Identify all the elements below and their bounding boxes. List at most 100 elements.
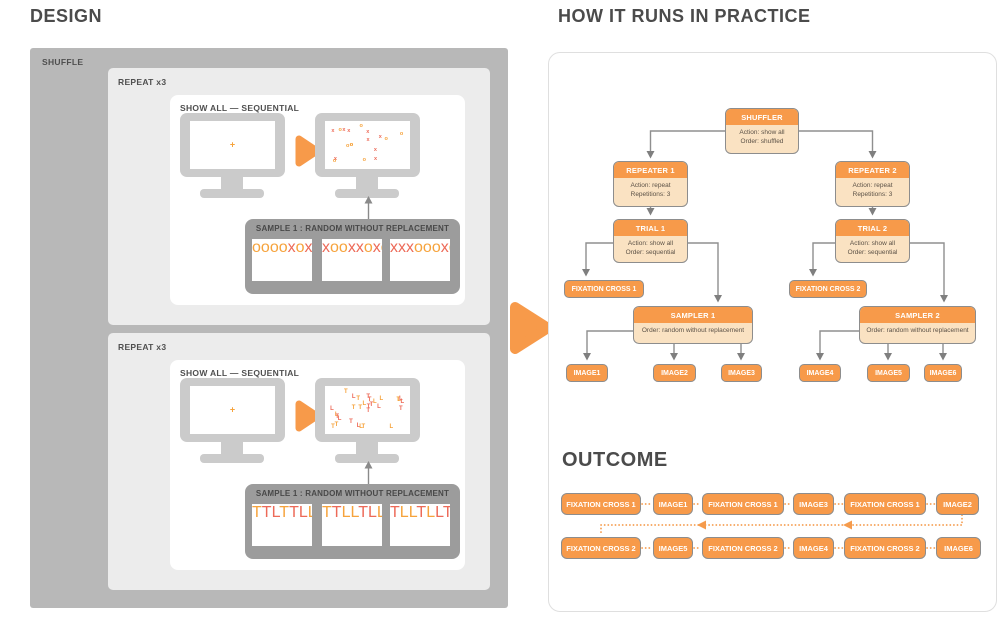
monitor-base — [200, 454, 264, 463]
stimulus-glyph: L — [397, 396, 401, 403]
node-body: Action: show all Order: sequential — [614, 236, 687, 257]
sample-thumbnail: TTLTTLLLLTTLLLTLLTTT — [252, 504, 312, 546]
stimulus-glyph: T — [322, 504, 332, 521]
stimulus-glyph: L — [356, 422, 361, 429]
node-line: Order: sequential — [847, 249, 898, 257]
shuffle-container: SHUFFLE REPEAT x3 SHOW ALL — SEQUENTIAL … — [30, 48, 508, 608]
stimulus-glyph: o — [362, 157, 367, 164]
stimulus-glyph: T — [261, 504, 272, 521]
repeat-block-2: REPEAT x3 SHOW ALL — SEQUENTIAL + — [108, 333, 490, 590]
stimulus-glyph: x — [366, 137, 370, 144]
stimulus-glyph: o — [381, 239, 382, 256]
stimulus-glyph: x — [355, 239, 364, 256]
tree-node-fixation-cross-1: FIXATION CROSS 1 — [564, 280, 644, 298]
node-line: Order: random without replacement — [641, 327, 745, 334]
monitor-stand — [356, 176, 378, 189]
outcome-step: IMAGE5 — [653, 537, 693, 559]
trial-panel-2: SHOW ALL — SEQUENTIAL + — [170, 360, 465, 570]
shuffle-label: SHUFFLE — [42, 57, 84, 67]
node-title: REPEATER 1 — [614, 162, 687, 178]
stimulus-glyph: T — [334, 422, 339, 429]
stimulus-glyph: x — [304, 239, 312, 256]
stimulus-glyph: L — [334, 412, 339, 419]
stimulus-glyph: L — [298, 504, 308, 521]
stimulus-glyph: L — [337, 415, 342, 422]
monitor-base — [200, 189, 264, 198]
outcome-step: IMAGE1 — [653, 493, 693, 515]
stimulus-glyph: T — [416, 504, 427, 521]
outcome-step: FIXATION CROSS 1 — [844, 493, 926, 515]
stimulus-glyph: L — [400, 399, 405, 406]
stimulus-glyph: T — [366, 404, 371, 411]
design-section-title: DESIGN — [30, 6, 103, 26]
play-arrow-icon — [295, 400, 321, 432]
tree-node-shuffler: SHUFFLER Action: show all Order: shuffle… — [725, 108, 799, 154]
sample-thumbnail: xooxxoxooooo — [322, 239, 382, 281]
stimulus-glyph: T — [442, 504, 450, 521]
stimulus-glyph: o — [338, 239, 348, 256]
monitor-bezel: + — [180, 378, 285, 442]
node-title: REPEATER 2 — [836, 162, 909, 178]
stimulus-glyph: T — [331, 424, 335, 431]
tree-node-image1: IMAGE1 — [566, 364, 608, 382]
stimulus-glyph: o — [338, 126, 342, 133]
stimulus-glyph: L — [359, 423, 363, 430]
stimulus-glyph: x — [372, 239, 381, 256]
up-arrow-icon — [364, 461, 373, 485]
outcome-step: FIXATION CROSS 1 — [561, 493, 641, 515]
node-title: SAMPLER 2 — [860, 307, 975, 323]
tree-node-fixation-cross-2: FIXATION CROSS 2 — [789, 280, 867, 298]
tree-node-image4: IMAGE4 — [799, 364, 841, 382]
tree-node-image5: IMAGE5 — [867, 364, 910, 382]
stimulus-glyph: T — [358, 504, 368, 521]
up-arrow-icon — [364, 196, 373, 220]
stimulus-glyph: L — [367, 504, 377, 521]
tree-node-trial-1: TRIAL 1 Action: show all Order: sequenti… — [613, 219, 688, 263]
stimulus-glyph: L — [350, 504, 359, 521]
trial-panel-1: SHOW ALL — SEQUENTIAL + — [170, 95, 465, 305]
stimulus-glyph: T — [358, 404, 363, 411]
node-line: Action: show all — [739, 129, 785, 136]
practice-section-title: HOW IT RUNS IN PRACTICE — [558, 6, 811, 26]
stimulus-glyph: x — [322, 239, 330, 256]
monitor-screen: + — [190, 386, 275, 434]
outcome-step: FIXATION CROSS 2 — [702, 537, 784, 559]
tree-node-repeater-1: REPEATER 1 Action: repeat Repetitions: 3 — [613, 161, 688, 207]
stimulus-glyph: x — [366, 129, 370, 136]
big-play-arrow-icon — [510, 302, 553, 354]
stimulus-glyph: L — [399, 396, 403, 403]
outcome-step: IMAGE2 — [936, 493, 979, 515]
node-body: Action: show all Order: sequential — [836, 236, 909, 257]
stimulus-glyph: L — [308, 504, 312, 521]
practice-card: SHUFFLER Action: show all Order: shuffle… — [548, 52, 997, 612]
node-body: Order: random without replacement — [634, 323, 752, 335]
stimulus-glyph: T — [351, 404, 356, 411]
tree-connectors — [582, 130, 948, 361]
stimulus-glyph: x — [287, 239, 296, 256]
stimulus-glyph: o — [349, 141, 354, 148]
node-line: Repetitions: 3 — [852, 191, 893, 199]
node-line: Order: random without replacement — [866, 327, 969, 334]
stimulus-glyph: x — [331, 128, 335, 135]
stimulus-glyph: o — [345, 142, 350, 149]
outcome-step: FIXATION CROSS 2 — [844, 537, 926, 559]
tree-node-repeater-2: REPEATER 2 Action: repeat Repetitions: 3 — [835, 161, 910, 207]
monitor-fixation: + — [180, 378, 285, 464]
stimulus-glyph: L — [373, 399, 377, 406]
stimulus-glyph: T — [399, 406, 403, 413]
stimulus-glyph: L — [389, 424, 394, 431]
stimulus-glyph: T — [349, 419, 353, 426]
stimulus-glyph: x — [342, 127, 346, 134]
stimulus-glyph: T — [335, 414, 339, 421]
stimulus-glyph: T — [356, 395, 360, 402]
stimulus-glyph: o — [295, 239, 305, 256]
node-title: TRIAL 2 — [836, 220, 909, 236]
stimulus-glyph: o — [431, 239, 441, 256]
stimulus-glyph: L — [376, 504, 382, 521]
panel-label: SHOW ALL — SEQUENTIAL — [180, 103, 300, 113]
